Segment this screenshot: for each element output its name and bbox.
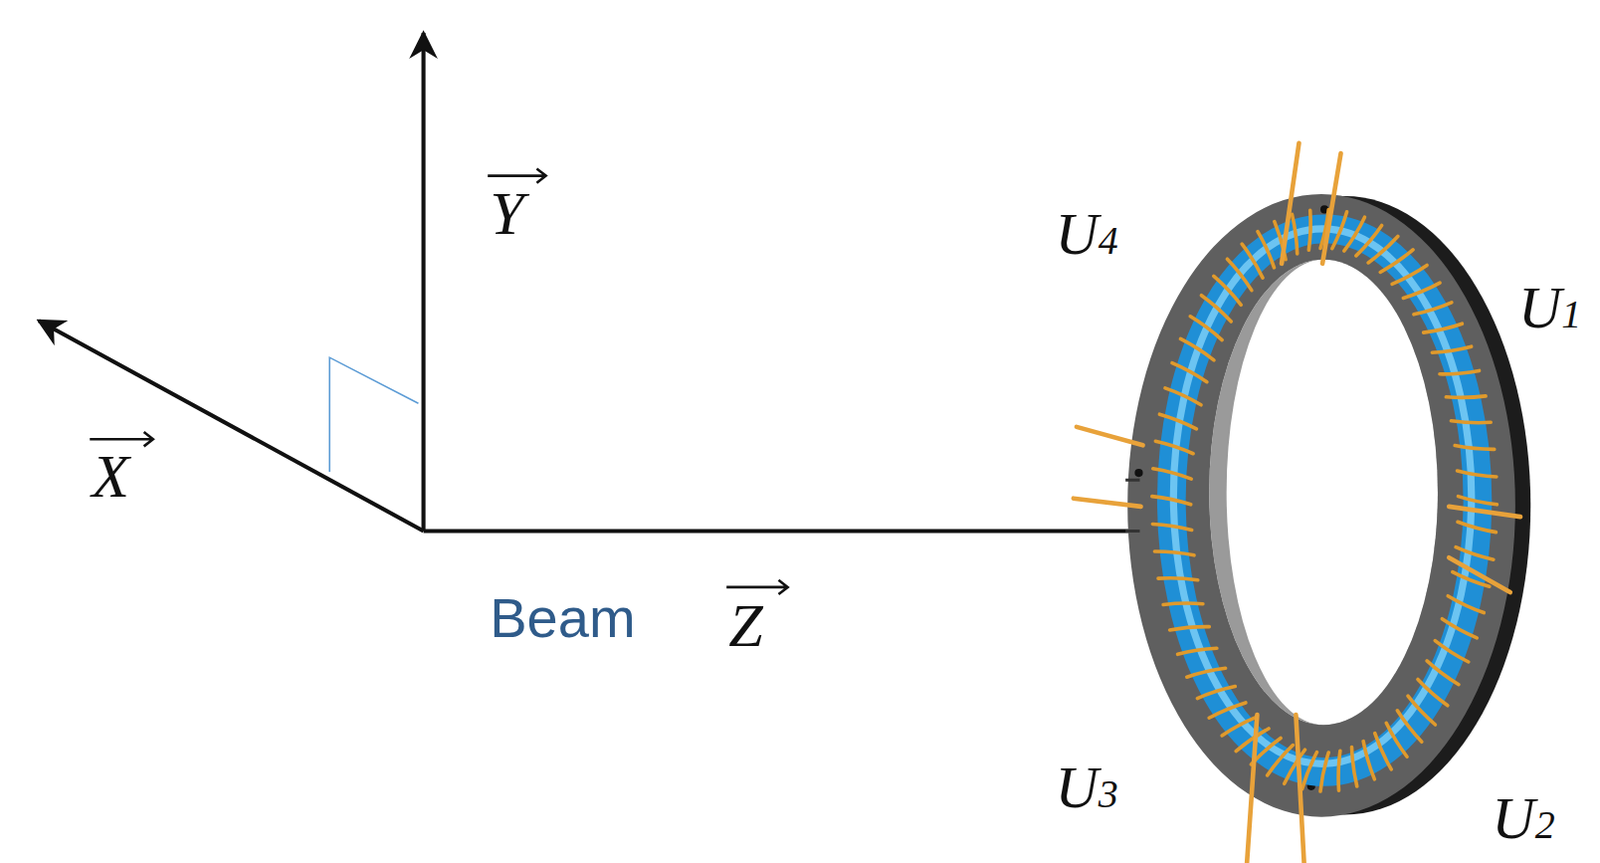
axes: [38, 32, 1281, 531]
coil-winding: [1165, 388, 1201, 405]
coil-winding: [1352, 747, 1358, 787]
coil-frame: [1125, 194, 1531, 817]
coil-winding: [1187, 667, 1226, 677]
coil-winding: [1380, 249, 1413, 273]
coil-winding: [1200, 295, 1231, 322]
axis-label: X: [91, 444, 130, 507]
coil-winding: [1455, 547, 1494, 560]
coil-winding: [1257, 231, 1274, 268]
coil-winding: [1363, 741, 1375, 780]
coil-winding: [1457, 496, 1497, 505]
signal-label: U1: [1518, 277, 1582, 338]
coil-winding: [1426, 660, 1459, 685]
right-angle-mark: [329, 357, 418, 472]
coil-winding: [1338, 750, 1341, 791]
coil-winding: [1402, 282, 1440, 298]
coil-winding: [1178, 647, 1217, 654]
beam-label: Beam: [489, 590, 635, 646]
coil-winding: [1423, 323, 1463, 333]
coil-winding: [1155, 440, 1194, 453]
coil-winding: [1417, 678, 1448, 705]
coil-winding: [1170, 626, 1210, 630]
coil-winding: [1447, 596, 1484, 613]
coil-winding: [1180, 338, 1214, 360]
signal-label: U4: [1054, 203, 1118, 264]
coil-winding: [1434, 640, 1469, 662]
coil-winding: [1221, 716, 1257, 736]
coil-winding: [1386, 722, 1407, 757]
coil-windings: [1152, 208, 1498, 792]
coil-winding: [1226, 258, 1251, 290]
coil-winding: [1392, 264, 1427, 284]
coil-winding: [1241, 243, 1263, 278]
coil-winding: [1375, 733, 1392, 770]
coil-winding: [1344, 216, 1366, 251]
coil-winding: [1153, 468, 1192, 479]
coil-winding: [1190, 316, 1222, 341]
coil-winding: [1332, 211, 1348, 249]
coil-winding: [1154, 551, 1195, 556]
coil-core: [1171, 228, 1478, 773]
vector-arrows: [89, 168, 788, 595]
coil-winding: [1284, 749, 1306, 784]
coil-winding: [1152, 496, 1192, 505]
coil-winding: [1152, 523, 1192, 530]
axis-label: Y: [489, 182, 524, 244]
coil-winding: [1356, 224, 1383, 255]
coil-winding: [1397, 710, 1421, 742]
coil-winding: [1213, 275, 1241, 305]
coil-winding: [1235, 728, 1269, 752]
coil-winding: [1267, 745, 1294, 776]
coil-winding: [1197, 686, 1235, 699]
coil-winding: [1457, 521, 1496, 532]
coil-winding: [1208, 702, 1246, 718]
coil-winding: [1302, 752, 1318, 790]
coil-winding: [1163, 602, 1203, 604]
coil-winding: [1454, 445, 1495, 450]
coil-winding: [1159, 413, 1197, 429]
coil-winding: [1413, 302, 1452, 315]
coil-leads: [1073, 143, 1521, 863]
coil-winding: [1450, 420, 1491, 423]
coil-winding: [1308, 209, 1311, 250]
coil-winding: [1431, 346, 1471, 353]
coil-winding: [1457, 470, 1497, 477]
coil-winding: [1291, 213, 1297, 253]
coil-winding: [1320, 752, 1329, 792]
coil-winding: [1441, 618, 1477, 638]
coil-winding: [1158, 578, 1199, 581]
coil-winding: [1172, 363, 1207, 383]
axis-label: Z: [728, 594, 763, 656]
signal-label: U3: [1054, 757, 1118, 817]
coil-winding: [1407, 695, 1435, 725]
coil-winding: [1439, 370, 1480, 374]
signal-label: U2: [1491, 788, 1555, 848]
coil-winding: [1445, 396, 1486, 398]
coil-winding: [1368, 235, 1399, 263]
